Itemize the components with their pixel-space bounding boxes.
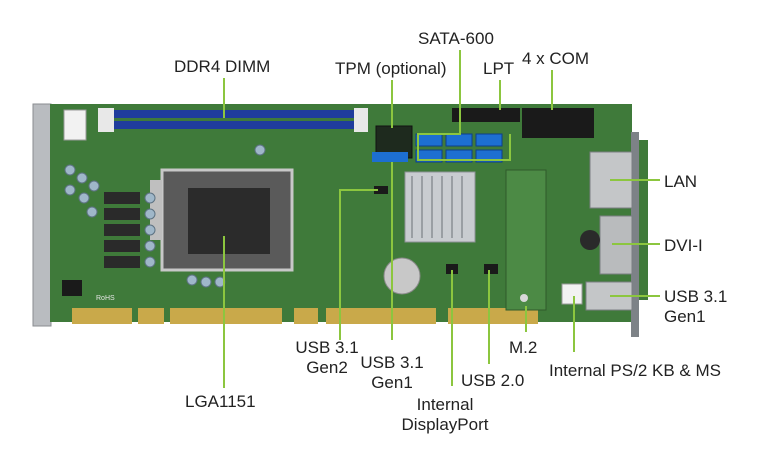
label-lpt: LPT <box>483 59 515 78</box>
usb31-gen2-header <box>374 186 388 194</box>
label-usb31-gen2-line2: Gen2 <box>306 358 348 377</box>
label-usb31-gen1-right-line2: Gen1 <box>664 307 706 326</box>
label-lan: LAN <box>664 172 698 191</box>
label-usb20: USB 2.0 <box>461 371 525 390</box>
ps2-header <box>561 283 583 305</box>
sata-ports <box>415 133 503 163</box>
rohs-mark: RoHS <box>96 295 115 302</box>
usb31-gen1-header <box>372 152 408 162</box>
label-usb31-gen2: USB 3.1 Gen2 <box>294 338 360 378</box>
m2-slot <box>505 169 547 311</box>
usb31-gen2-leader <box>339 189 378 340</box>
ddr4-dimm-slots <box>98 108 368 132</box>
vrm-area <box>104 192 140 268</box>
label-displayport-line2: DisplayPort <box>401 415 489 434</box>
cmos-battery <box>383 257 421 295</box>
buzzer <box>580 230 600 250</box>
label-displayport-line1: Internal <box>416 395 474 414</box>
bios-chip <box>62 280 82 296</box>
label-dvi: DVI-I <box>664 236 703 255</box>
lpt-header <box>452 108 520 122</box>
label-ddr4-dimm: DDR4 DIMM <box>174 57 271 76</box>
capacitors <box>64 144 266 288</box>
io-bracket-right <box>631 132 639 337</box>
com-headers <box>522 108 594 138</box>
edge-connector <box>72 308 538 324</box>
cpu-socket <box>150 168 294 272</box>
label-usb31-gen1-mid: USB 3.1 Gen1 <box>359 353 425 393</box>
label-usb31-gen2-line1: USB 3.1 <box>295 338 359 357</box>
sata-leader <box>417 50 511 161</box>
label-ps2: Internal PS/2 KB & MS <box>549 361 721 380</box>
label-usb31-gen1-right: USB 3.1 Gen1 <box>664 287 727 327</box>
label-displayport: Internal DisplayPort <box>394 395 496 435</box>
label-sata: SATA-600 <box>418 29 494 48</box>
dp-header <box>446 264 458 274</box>
label-lga1151: LGA1151 <box>185 392 256 411</box>
usb20-header <box>484 264 498 274</box>
label-com: 4 x COM <box>522 49 590 68</box>
label-usb31-gen1-mid-line2: Gen1 <box>371 373 413 392</box>
power-connector <box>63 109 87 141</box>
heatsink-fins <box>411 176 463 238</box>
label-m2: M.2 <box>509 338 538 357</box>
io-bracket-left <box>32 103 52 327</box>
label-usb31-gen1-right-line1: USB 3.1 <box>664 287 728 306</box>
label-tpm: TPM (optional) <box>335 59 447 78</box>
leader-lines <box>223 50 660 388</box>
m2-screw <box>520 294 528 302</box>
chipset-heatsink <box>404 171 476 243</box>
label-usb31-gen1-mid-line1: USB 3.1 <box>360 353 424 372</box>
